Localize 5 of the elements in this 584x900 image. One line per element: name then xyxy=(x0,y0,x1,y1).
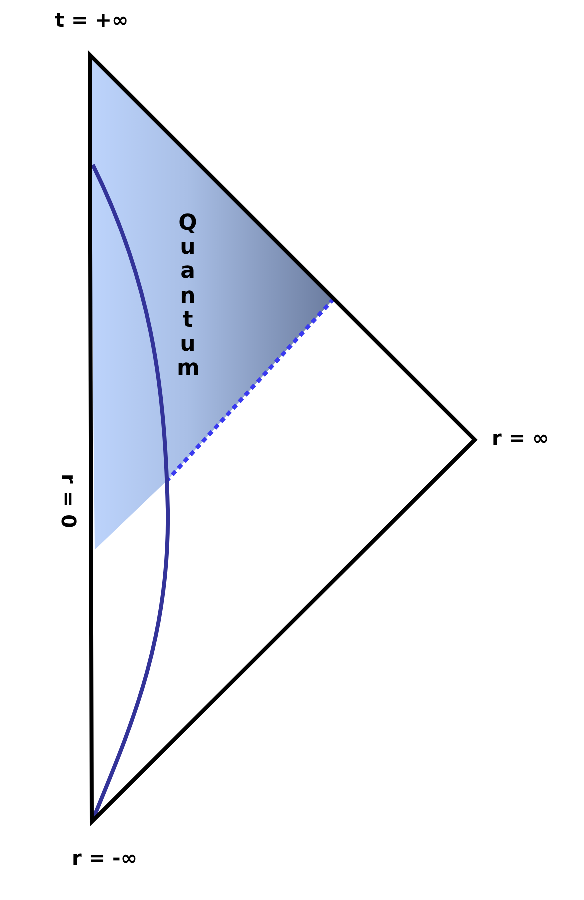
region-label: Quantum xyxy=(177,212,199,382)
boundary-label: r = -∞ xyxy=(72,848,138,868)
boundary-label: t = +∞ xyxy=(55,10,129,30)
boundary-label: r = ∞ xyxy=(492,428,550,448)
boundary-label: r = 0 xyxy=(59,474,79,528)
